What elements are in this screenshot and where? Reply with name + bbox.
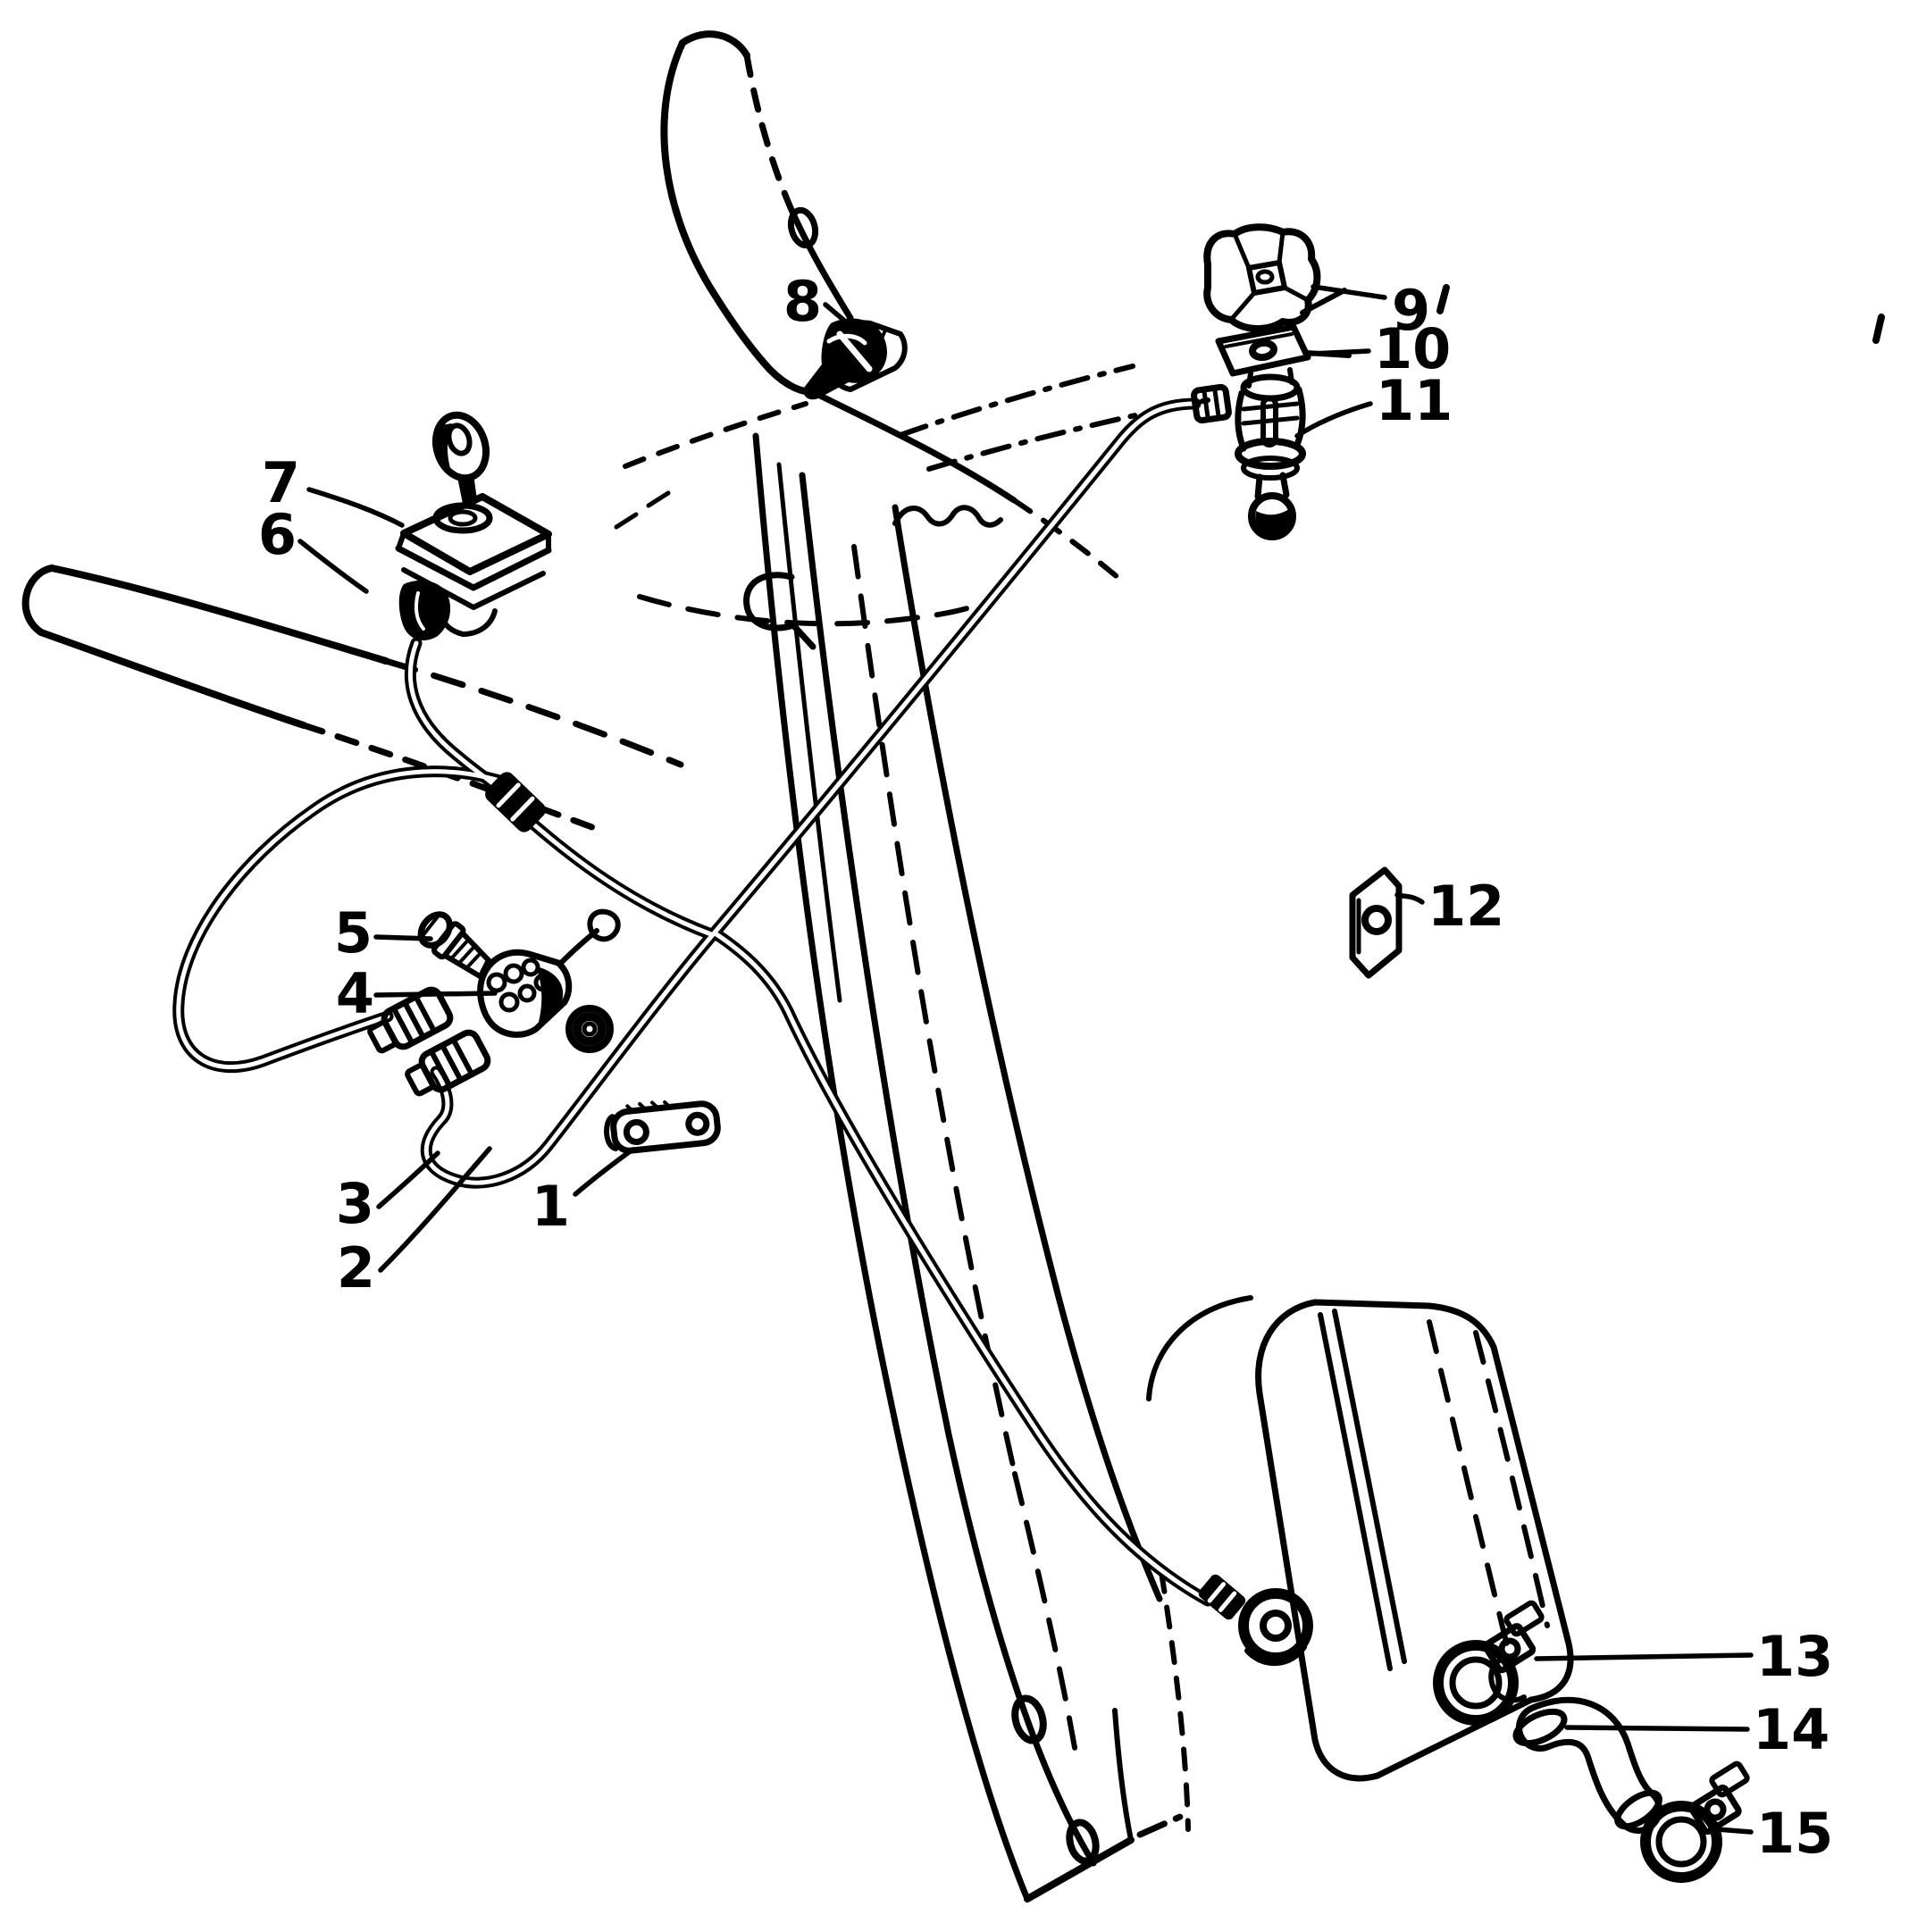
callout-leader-8 (823, 302, 851, 327)
tick-mark-1 (1436, 284, 1450, 314)
switch-connector (398, 580, 451, 640)
hose-14 (1512, 1696, 1662, 1834)
callout-label-2: 2 (337, 1235, 375, 1301)
tick-mark-2 (1872, 314, 1885, 344)
callout-leader-6 (297, 539, 369, 594)
dash-panel-outline (614, 388, 1126, 650)
callout-leader-12 (1394, 892, 1425, 905)
callout-leader-9 (1311, 284, 1387, 300)
callout-leader-15 (1714, 1827, 1754, 1835)
callout-label-6: 6 (258, 502, 297, 567)
callout-leader-14 (1564, 1725, 1750, 1732)
ignition-key-switch (395, 411, 552, 640)
bolt-8 (803, 318, 887, 400)
frame-hole-lower (1066, 1819, 1100, 1865)
callout-leader-5 (373, 934, 433, 941)
callout-label-9: 9 (1392, 278, 1430, 343)
callout-leader-13 (1534, 1652, 1754, 1661)
bracket-link-1 (604, 1100, 721, 1154)
callout-label-14: 14 (1753, 1697, 1830, 1762)
callout-label-5: 5 (334, 900, 373, 966)
hose-clamp-15 (1640, 1761, 1750, 1883)
lower-shield-panel (1146, 1295, 1574, 1782)
frame-hole-upper (1011, 1694, 1047, 1744)
handlebar-hole (787, 206, 819, 249)
callout-label-11: 11 (1376, 368, 1453, 433)
cable-connector-2 (405, 1029, 491, 1097)
bolt-5 (417, 911, 491, 980)
callout-leader-3 (376, 1150, 440, 1209)
callout-leader-10 (1309, 348, 1371, 356)
terminal-nut (565, 1005, 614, 1053)
hose-clamp-13 (1433, 1600, 1545, 1726)
plate-10 (1215, 323, 1311, 377)
callout-leader-1 (573, 1147, 635, 1197)
steering-column-frame (752, 432, 1192, 1903)
callout-leader-7 (306, 487, 405, 528)
elbow-ferrule (1191, 383, 1232, 424)
callout-label-7: 7 (262, 450, 300, 515)
callout-label-1: 1 (532, 1174, 570, 1239)
connector-body-4 (477, 908, 621, 1038)
callout-label-13: 13 (1756, 1624, 1833, 1689)
callout-label-15: 15 (1756, 1801, 1833, 1866)
callout-label-8: 8 (783, 269, 822, 334)
callout-leader-4 (373, 991, 498, 998)
key-head (432, 411, 490, 482)
harness-sleeve (485, 772, 546, 832)
wiring-harness (172, 397, 1214, 1607)
callout-label-10: 10 (1374, 316, 1451, 381)
plunger-body-11 (1191, 288, 1352, 540)
clip-12 (1349, 866, 1403, 979)
ring-terminal (1198, 1574, 1313, 1667)
callout-label-3: 3 (336, 1171, 374, 1236)
callout-label-4: 4 (336, 961, 374, 1026)
callout-leader-11 (1294, 401, 1373, 439)
callout-label-12: 12 (1428, 874, 1504, 939)
key-blade (457, 473, 477, 504)
cable-connector-3 (367, 986, 454, 1054)
callout-leader-2 (378, 1146, 492, 1273)
rubber-cap-9 (1203, 223, 1321, 333)
